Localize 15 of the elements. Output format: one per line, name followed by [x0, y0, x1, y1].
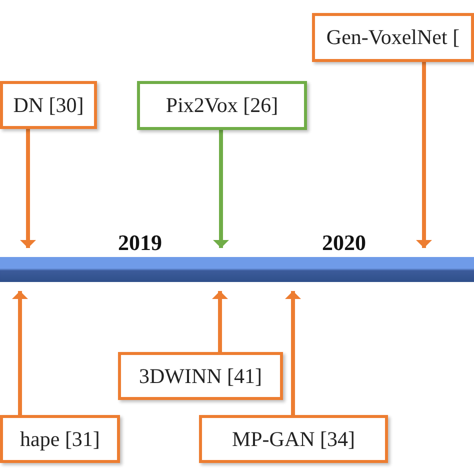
year-label: 2019	[118, 230, 162, 256]
callout-pointer	[20, 129, 36, 248]
callout-box: Pix2Vox [26]	[137, 81, 307, 130]
callout-box: DN [30]	[0, 81, 97, 129]
timeline-bar	[0, 257, 474, 282]
callout-pointer	[285, 291, 301, 415]
callout-box: hape [31]	[0, 415, 120, 463]
callout-pointer	[213, 130, 229, 248]
callout-box: MP-GAN [34]	[199, 415, 388, 463]
callout-pointer	[212, 291, 228, 352]
callout-box: 3DWINN [41]	[118, 352, 283, 400]
callout-pointer	[12, 291, 28, 415]
callout-box: Gen-VoxelNet [	[312, 13, 474, 62]
callout-pointer	[416, 62, 432, 248]
year-label: 2020	[322, 230, 366, 256]
